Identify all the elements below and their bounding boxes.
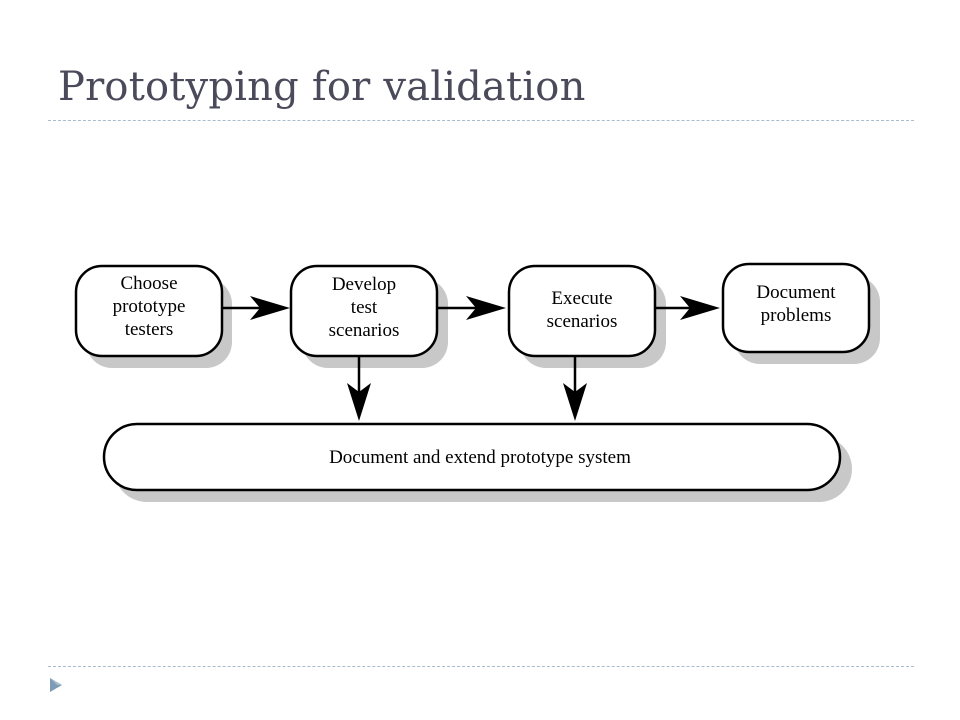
process-box-develop-scenarios: Develop test scenarios — [289, 264, 439, 358]
page-title: Prototyping for validation — [58, 64, 586, 110]
box-label-line: Choose — [121, 273, 178, 294]
triangle-bullet-icon — [50, 678, 62, 692]
box-label-line: scenarios — [547, 311, 618, 332]
arrow-develop-to-extend — [347, 356, 371, 421]
box-label-line: problems — [761, 305, 832, 326]
arrow-execute-to-extend — [563, 356, 587, 421]
process-box-choose-testers: Choose prototype testers — [74, 264, 224, 358]
flow-arrows — [222, 296, 720, 421]
box-label-line: Document — [756, 282, 836, 303]
process-box-document-extend-system: Document and extend prototype system — [102, 422, 842, 492]
arrow-develop-to-execute — [437, 296, 506, 320]
box-label-line: testers — [125, 319, 174, 340]
box-label-line: test — [351, 297, 378, 318]
process-box-execute-scenarios: Execute scenarios — [507, 264, 657, 358]
box-label-line: scenarios — [329, 320, 400, 341]
footer-divider — [48, 666, 914, 667]
box-label: Document and extend prototype system — [329, 447, 631, 468]
title-divider — [48, 120, 914, 121]
box-label-line: prototype — [113, 296, 186, 317]
arrow-choose-to-develop — [222, 296, 290, 320]
process-box-document-problems: Document problems — [721, 262, 871, 354]
box-label-line: Execute — [551, 288, 612, 309]
arrow-execute-to-document — [655, 296, 720, 320]
box-label-line: Develop — [332, 274, 396, 295]
